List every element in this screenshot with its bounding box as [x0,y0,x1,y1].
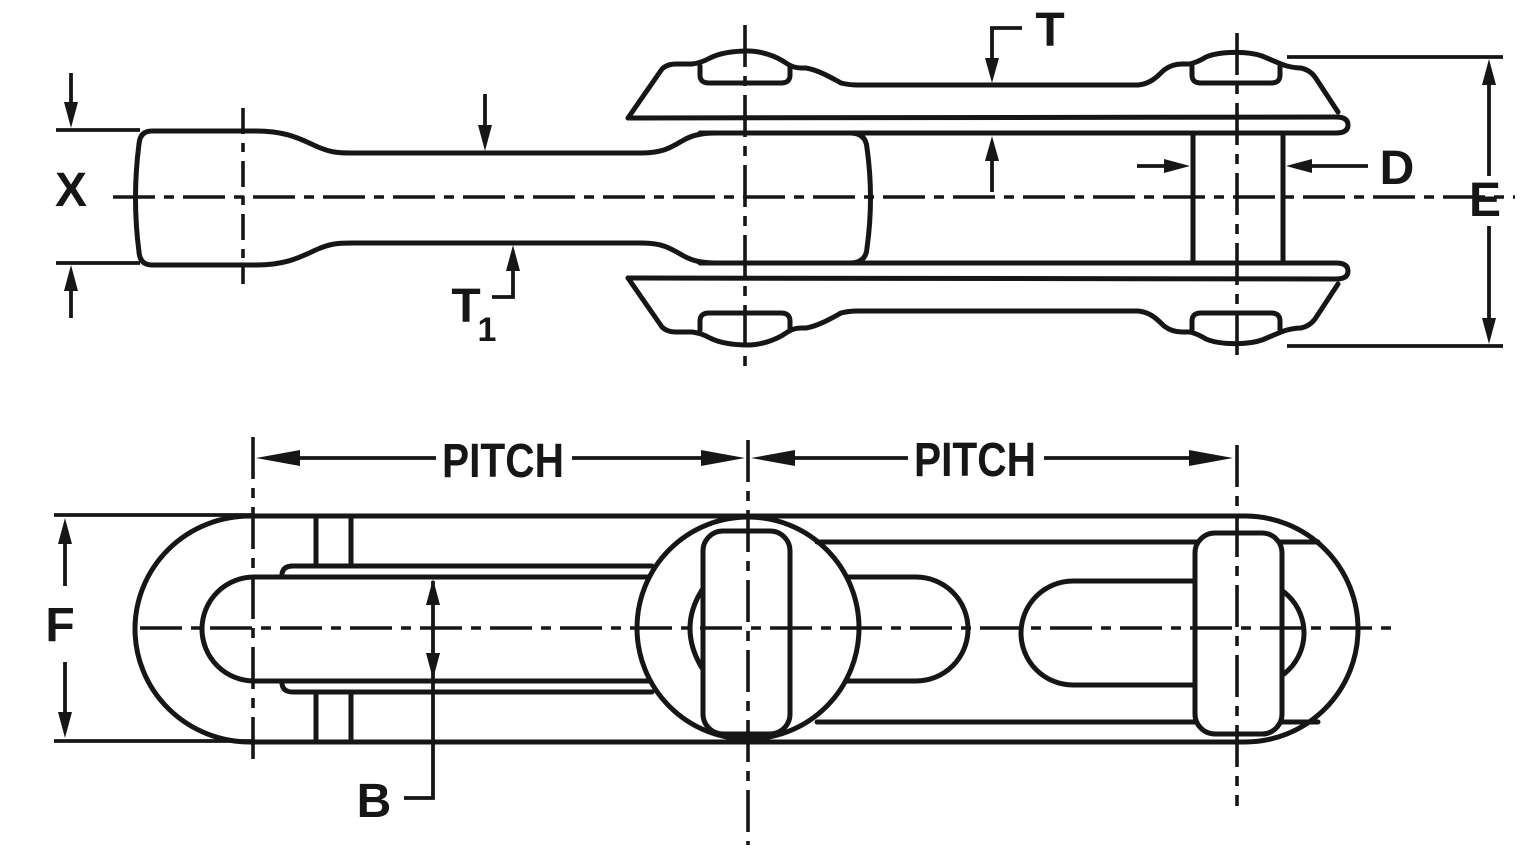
d-arrowhead-left [1164,159,1190,173]
dimension-d: D [1137,142,1414,195]
b-label: B [357,775,392,828]
dimension-e: E [1287,55,1503,348]
pinhead-bar-bottom-cap [1333,260,1351,282]
pinhead-bar-top-cap [1333,114,1351,136]
x-label: X [55,164,87,217]
sidebar-edge-lower [279,681,655,695]
pitch-right-arrowhead-right [1189,450,1233,466]
top-view: X T 1 T D [55,4,1515,368]
dimension-t1: T 1 [451,94,520,349]
pitch-right-arrowhead-left [751,450,795,466]
right-joint-pin [1192,530,1285,737]
bottom-view: PITCH PITCH F B [45,434,1392,845]
d-label: D [1380,142,1415,195]
t-arrowhead-bottom [985,136,999,161]
dimension-pitch-right: PITCH [751,434,1233,487]
t-arrowhead-top [985,58,999,83]
sidebar-edge-upper [279,563,655,577]
pitch-right-label: PITCH [914,434,1036,487]
dimension-t: T [985,4,1065,192]
f-arrowhead-top [58,518,72,544]
sidebar-bottom-inner-edge [625,275,1339,282]
b-arrowhead-bottom [426,653,440,679]
b-arrowhead-top [426,579,440,605]
dimension-b: B [357,579,440,828]
e-arrowhead-top [1482,59,1496,85]
t1-label-subscript: 1 [478,311,497,349]
e-label: E [1469,174,1501,227]
dimension-f: F [45,513,255,743]
d-arrowhead-right [1286,159,1312,173]
pitch-left-arrowhead-right [701,450,745,466]
t1-leader [492,270,515,299]
e-arrowhead-bottom [1482,318,1496,344]
dimension-x: X [55,73,140,318]
boss-recess-top-right [1189,63,1283,86]
t-leader [990,26,1022,60]
t1-arrowhead-bottom [506,245,520,271]
f-label: F [45,599,74,652]
pitch-left-label: PITCH [442,435,564,488]
x-arrowhead-bottom [64,265,78,291]
t-label: T [1035,4,1064,57]
f-arrowhead-bottom [58,712,72,738]
t1-arrowhead-top [478,125,492,151]
t1-label: T [451,280,480,333]
sidebar-top-inner-edge [625,114,1339,121]
x-arrowhead-top [64,102,78,128]
pitch-left-arrowhead-left [256,450,300,466]
left-link-slot [199,574,971,684]
dimension-pitch-left: PITCH [256,435,745,488]
